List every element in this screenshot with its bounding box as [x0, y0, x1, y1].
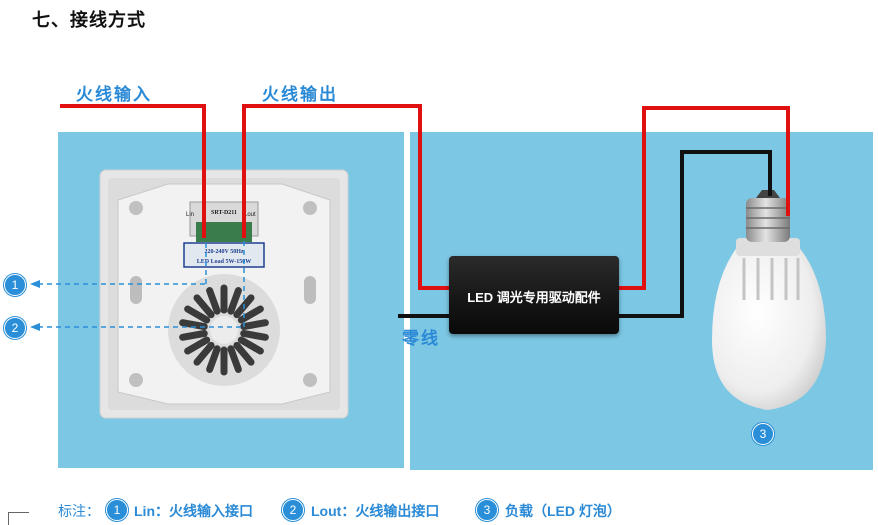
- switch-model-label: SRT-D211: [211, 210, 237, 216]
- callout-3: 3: [752, 423, 774, 445]
- terminal-lin-label: Lin: [186, 212, 194, 218]
- corner-mark: [8, 512, 29, 525]
- legend-item-3: 负载（LED 灯泡）: [505, 503, 621, 519]
- legend-callout-1: 1: [106, 499, 128, 521]
- section-heading: 七、接线方式: [32, 10, 146, 30]
- neutral-wire: [398, 150, 772, 318]
- neutral-label: 零线: [402, 329, 440, 348]
- legend-prefix: 标注：: [58, 503, 100, 519]
- terminal-lout-label: Lout: [244, 212, 256, 218]
- switch-spec-line-1: 220-240V 50Hz: [204, 249, 243, 255]
- led-driver-label: LED 调光专用驱动配件: [467, 290, 601, 305]
- dimmer-switch: [99, 169, 349, 419]
- legend-callout-3: 3: [476, 499, 498, 521]
- legend-item-2: Lout：火线输出接口: [311, 503, 440, 519]
- callout-2: 2: [4, 317, 26, 339]
- legend-item-1: Lin：火线输入接口: [134, 503, 253, 519]
- legend-callout-2: 2: [282, 499, 304, 521]
- callout-1: 1: [4, 274, 26, 296]
- live-wire: [60, 104, 790, 290]
- callout-arrowheads: [30, 280, 40, 331]
- switch-spec-line-2: LED Load 5W-150W: [197, 259, 251, 265]
- led-driver-box: [449, 256, 619, 334]
- callout-lines: [38, 240, 245, 328]
- live-input-label: 火线输入: [76, 85, 152, 104]
- led-bulb: [712, 190, 826, 410]
- live-output-label: 火线输出: [262, 85, 338, 104]
